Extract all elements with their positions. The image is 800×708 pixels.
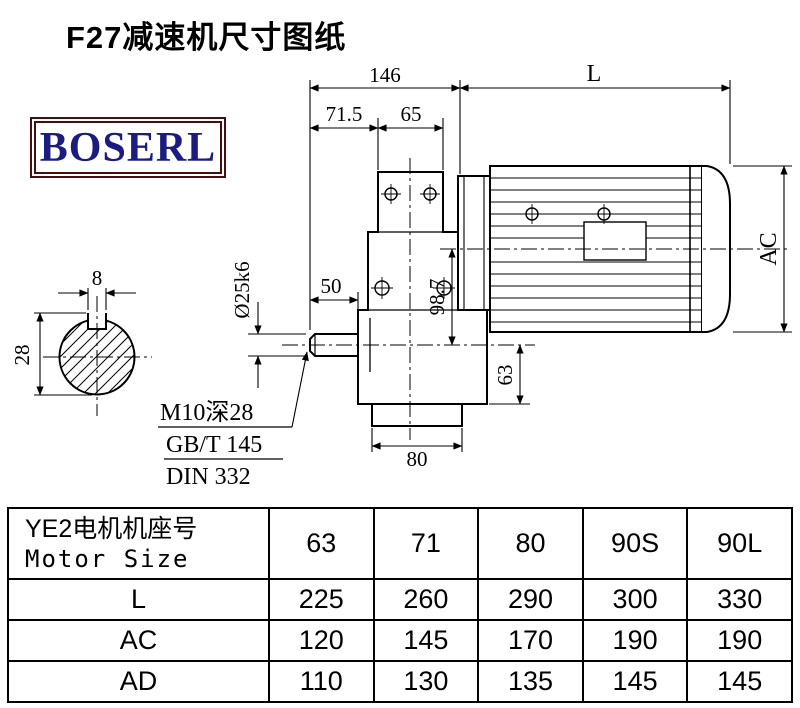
note-std1-label: GB/T 145 xyxy=(166,432,262,458)
dim-65-label: 65 xyxy=(401,102,422,126)
value-cell: 110 xyxy=(268,660,375,703)
value-cell: 300 xyxy=(581,578,689,621)
technical-drawing: 146 L 71.5 65 50 Ø25k6 98.7 8 28 AC 63 8… xyxy=(10,61,792,490)
value-cell: 145 xyxy=(686,660,793,703)
value-cell: 130 xyxy=(372,660,480,703)
frame-size-cell: 90S xyxy=(581,507,689,580)
value-cell: 190 xyxy=(686,619,793,662)
frame-size-cell: 80 xyxy=(477,507,584,580)
value-cell: 170 xyxy=(477,619,584,662)
dimension-annotations xyxy=(34,80,792,460)
value-cell: 330 xyxy=(686,578,793,621)
motor-size-label-en: Motor Size xyxy=(25,545,190,574)
centerlines xyxy=(43,158,790,440)
page-title: F27减速机尺寸图纸 xyxy=(66,20,347,55)
row-label-cell: AD xyxy=(7,660,270,703)
brand-logo-text: BOSERL xyxy=(39,124,217,171)
motor-dimension-table: YE2电机机座号 Motor Size 63 71 80 90S 90L L 2… xyxy=(7,507,793,703)
dimension-labels: 146 L 71.5 65 50 Ø25k6 98.7 8 28 AC 63 8… xyxy=(10,61,782,490)
value-cell: 120 xyxy=(268,619,375,662)
dim-key-width-label: 8 xyxy=(92,266,103,290)
note-std2-label: DIN 332 xyxy=(166,464,251,490)
row-label-cell: AC xyxy=(7,619,270,662)
row-label-cell: L xyxy=(7,578,270,621)
dim-total-width-label: 146 xyxy=(369,63,401,87)
dim-foot-width-label: 80 xyxy=(407,447,428,471)
value-cell: 135 xyxy=(477,660,584,703)
bolt-hole xyxy=(371,184,455,299)
dim-shaft-key-height-label: 28 xyxy=(10,345,34,366)
table-header-row: YE2电机机座号 Motor Size 63 71 80 90S 90L xyxy=(7,507,793,580)
table-row-ac: AC 120 145 170 190 190 xyxy=(7,619,793,662)
dim-shaft-length-label: 50 xyxy=(321,274,342,298)
table-row-l: L 225 260 290 300 330 xyxy=(7,578,793,621)
value-cell: 260 xyxy=(372,578,480,621)
motor-fins xyxy=(490,177,702,323)
brand-logo: BOSERL xyxy=(30,117,226,178)
table-row-ad: AD 110 130 135 145 145 xyxy=(7,660,793,703)
dim-shaft-diameter-label: Ø25k6 xyxy=(230,261,254,318)
dim-71-5-label: 71.5 xyxy=(326,102,363,126)
value-cell: 145 xyxy=(372,619,480,662)
note-tap-label: M10深28 xyxy=(160,399,253,426)
motor-size-header-cell: YE2电机机座号 Motor Size xyxy=(7,507,270,580)
value-cell: 190 xyxy=(581,619,689,662)
gearbox-side-view xyxy=(357,171,488,427)
motor-nameplate xyxy=(583,221,647,261)
value-cell: 145 xyxy=(581,660,689,703)
value-cell: 290 xyxy=(477,578,584,621)
motor-size-label-cn: YE2电机机座号 xyxy=(25,514,198,543)
motor-bolt-hole xyxy=(522,204,614,224)
frame-size-cell: 90L xyxy=(686,507,793,580)
frame-size-cell: 63 xyxy=(268,507,375,580)
dim-output-to-base-label: 63 xyxy=(493,365,517,386)
dim-axis-height-label: 98.7 xyxy=(425,279,449,316)
dim-motor-length-label: L xyxy=(587,61,602,87)
dim-motor-height-label: AC xyxy=(756,232,782,265)
frame-size-cell: 71 xyxy=(372,507,480,580)
value-cell: 225 xyxy=(268,578,375,621)
